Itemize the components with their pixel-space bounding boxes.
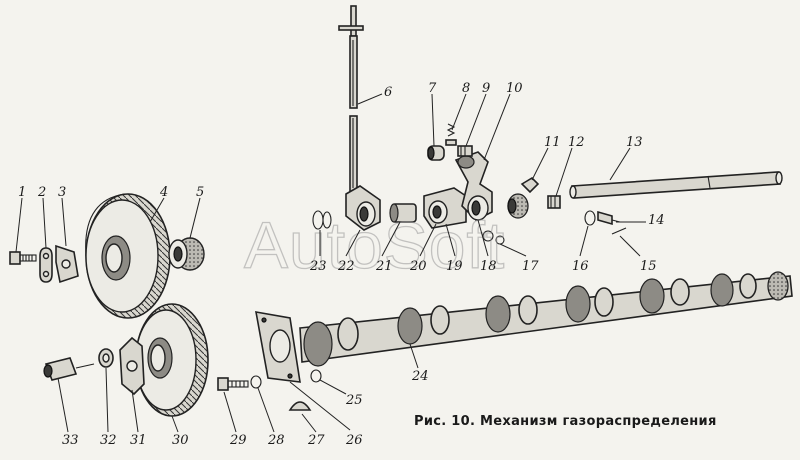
part-9-locknut: [457, 145, 473, 157]
callout-32: 32: [100, 433, 117, 448]
callout-9: 9: [482, 81, 490, 96]
part-1-bolt: [9, 251, 37, 265]
watermark-text: AutoSoft: [244, 208, 505, 282]
part-30-crankshaft-gear: [135, 303, 209, 417]
part-23-ring: [312, 210, 332, 230]
part-22-rocker-arm: [345, 185, 381, 231]
part-11-spring: [507, 176, 540, 219]
callout-21: 21: [375, 259, 393, 274]
callout-4: 4: [159, 185, 168, 200]
part-24-camshaft: [299, 271, 793, 367]
callout-29: 29: [229, 433, 247, 448]
callout-17: 17: [522, 259, 539, 274]
leader-lines: [15, 93, 646, 433]
part-3-flange: [55, 244, 79, 284]
part-7-adjusting-screw: [427, 145, 445, 161]
part-14-plug: [597, 210, 621, 226]
callout-13: 13: [626, 135, 643, 150]
part-2-lock-plate: [39, 247, 53, 283]
part-26-thrust-flange: [255, 311, 301, 383]
callout-25: 25: [345, 393, 363, 408]
callout-7: 7: [428, 81, 437, 96]
part-21-spacer: [389, 203, 417, 223]
callout-23: 23: [309, 259, 327, 274]
callout-27: 27: [307, 433, 325, 448]
callout-30: 30: [172, 433, 189, 448]
part-27-key: [288, 401, 312, 411]
callout-3: 3: [58, 185, 66, 200]
callout-6: 6: [384, 85, 392, 100]
callout-20: 20: [409, 259, 427, 274]
part-19-rocker-bracket: [423, 187, 467, 229]
part-4-camshaft-gear: [85, 193, 171, 319]
part-28-washer: [250, 375, 262, 389]
callout-19: 19: [446, 259, 463, 274]
callout-28: 28: [267, 433, 285, 448]
callout-24: 24: [411, 369, 429, 384]
callout-1: 1: [18, 185, 26, 200]
callout-31: 31: [130, 433, 147, 448]
part-13-rocker-shaft: [569, 171, 783, 199]
part-6-push-rod: [338, 5, 364, 193]
callout-18: 18: [480, 259, 497, 274]
figure-caption: Рис. 10. Механизм газораспределения: [414, 414, 717, 429]
callout-15: 15: [640, 259, 657, 274]
part-16-ring: [584, 210, 596, 226]
part-5-bushing: [168, 237, 205, 271]
callout-5: 5: [196, 185, 204, 200]
callout-22: 22: [337, 259, 355, 274]
part-29-bolt: [217, 377, 249, 391]
callout-2: 2: [37, 185, 46, 200]
part-18-rocker-arm: [454, 151, 493, 221]
part-31-oil-slinger: [119, 336, 145, 396]
part-8-spring: [445, 123, 457, 146]
part-15-pin: [611, 227, 627, 235]
callout-10: 10: [506, 81, 523, 96]
part-32-washer: [98, 348, 114, 368]
callout-11: 11: [544, 135, 561, 150]
part-25-ring: [310, 369, 322, 383]
callout-labels: 1 2 3 4 5 6 7 8 9 10 11 12 13 14 15 16 1…: [18, 81, 665, 448]
callout-12: 12: [568, 135, 585, 150]
callout-14: 14: [648, 213, 665, 228]
callout-33: 33: [62, 433, 79, 448]
callout-8: 8: [462, 81, 470, 96]
callout-26: 26: [345, 433, 363, 448]
callout-16: 16: [572, 259, 589, 274]
part-33-ratchet-nut: [43, 357, 95, 381]
part-12-nut: [547, 195, 561, 209]
